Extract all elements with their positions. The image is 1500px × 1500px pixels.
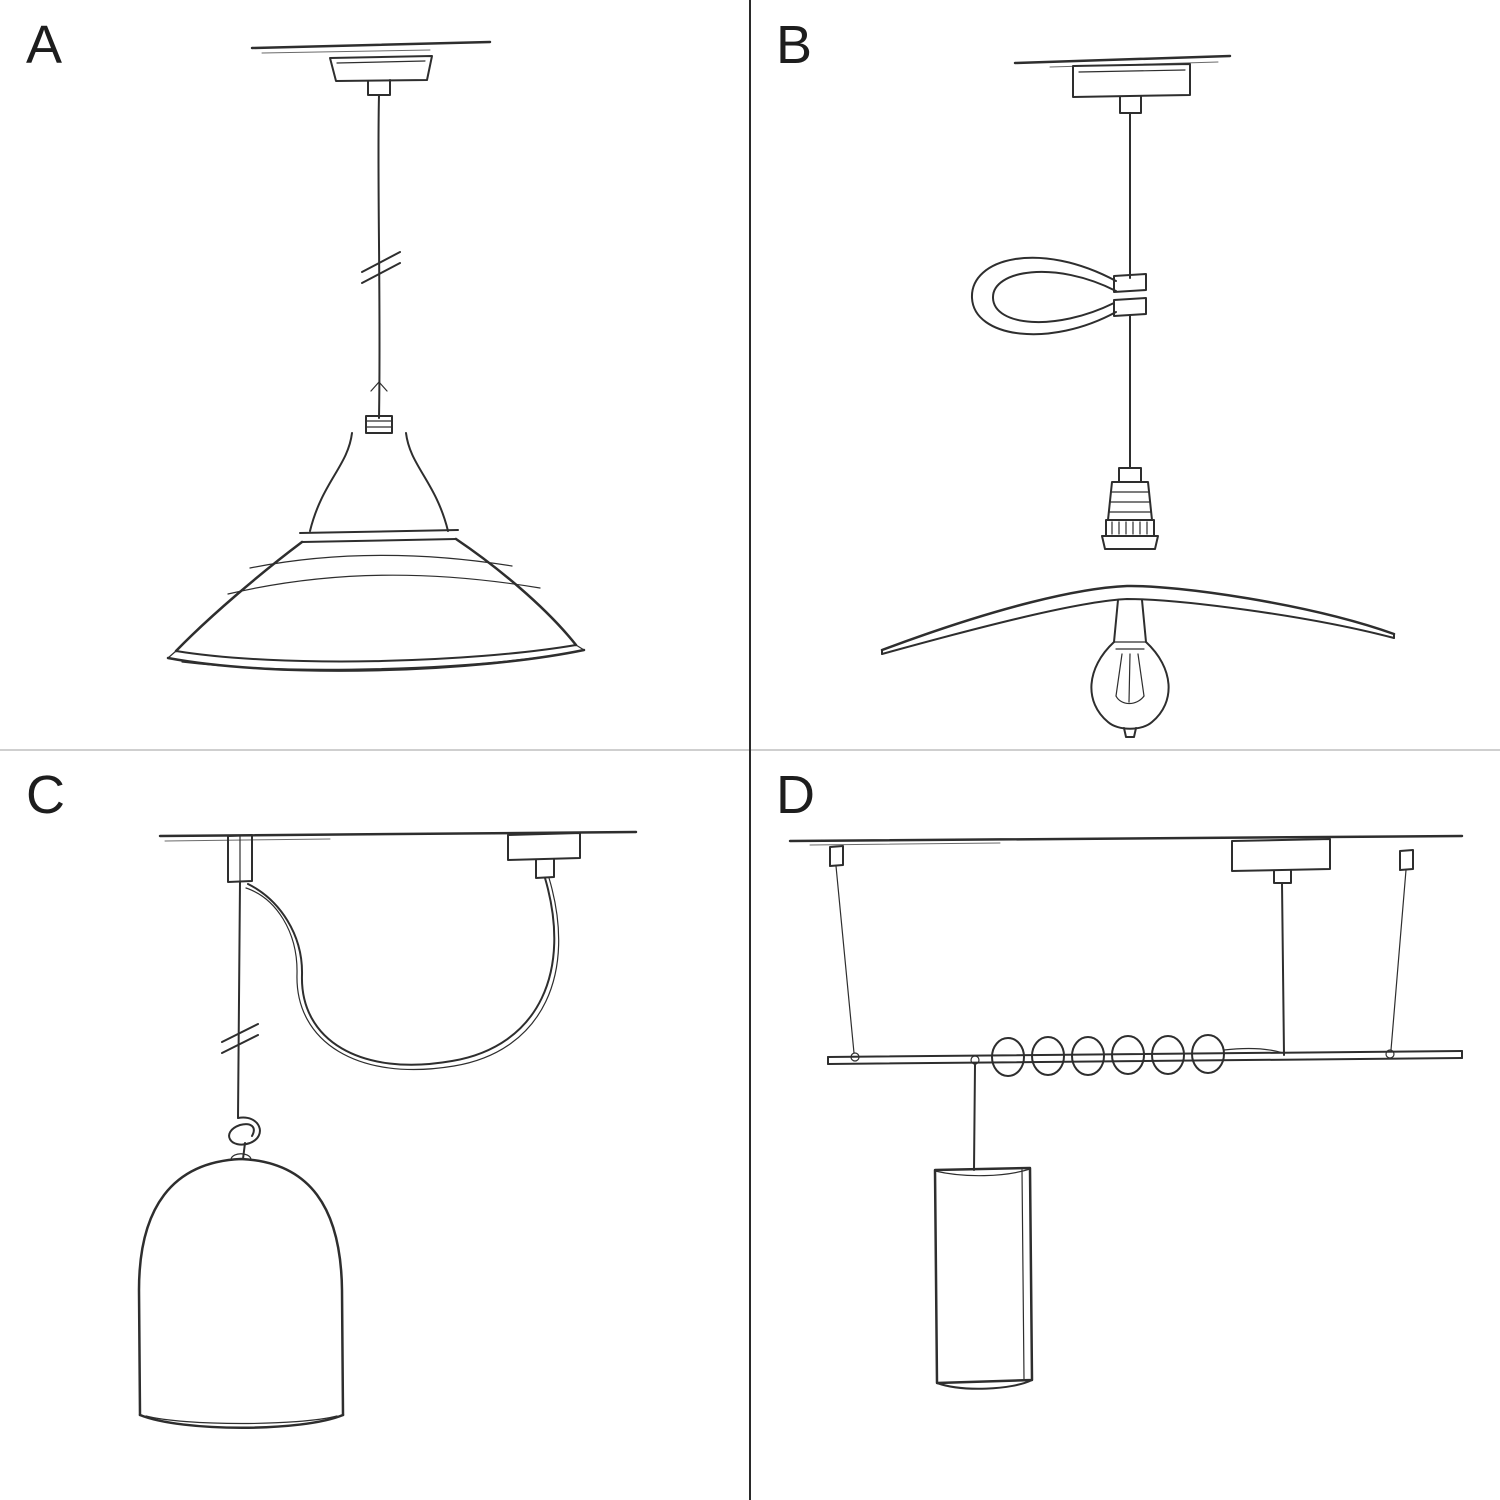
coiled-cable <box>991 1034 1284 1077</box>
panel-a-label: A <box>26 15 64 75</box>
panel-c-label: C <box>26 765 66 825</box>
pendant-cable <box>361 94 401 419</box>
panel-d: D <box>750 750 1500 1500</box>
panel-d-label: D <box>776 765 816 825</box>
pendant-flat-shade-exposed-bulb-sketch <box>880 54 1396 738</box>
swag-pendant-bell-shade-sketch <box>137 830 638 1429</box>
swag-cable <box>245 877 560 1071</box>
ceiling-hook <box>227 834 253 883</box>
industrial-shade <box>166 432 586 672</box>
bar-suspension-cylinder-shade-sketch <box>788 834 1464 1390</box>
ceiling-line <box>250 40 492 54</box>
pendant-drop-cable <box>970 1055 980 1171</box>
light-bulb <box>1090 599 1170 738</box>
panel-b: B <box>750 0 1500 750</box>
panel-c: C <box>0 750 750 1500</box>
pendant-industrial-shade-sketch <box>166 40 586 672</box>
ceiling-line <box>788 834 1464 846</box>
center-drop-cable <box>1281 882 1285 1056</box>
lamp-holder <box>365 415 393 434</box>
left-suspension-wire <box>829 845 860 1062</box>
drop-cable <box>221 881 259 1119</box>
panel-b-label: B <box>776 15 814 75</box>
ceiling-rose <box>329 55 433 96</box>
cable-knot <box>228 1116 261 1160</box>
cylinder-shade <box>933 1166 1034 1390</box>
lamp-holder <box>1101 467 1159 550</box>
ceiling-rose <box>1072 63 1191 114</box>
bell-shade <box>137 1153 345 1429</box>
cable-loop-clip <box>970 256 1147 336</box>
ceiling-rose <box>1231 838 1331 884</box>
ceiling-rose <box>507 832 581 879</box>
right-suspension-wire <box>1385 849 1414 1059</box>
vertical-divider <box>749 0 751 1500</box>
panel-a: A <box>0 0 750 750</box>
flat-plate-shade <box>880 584 1396 655</box>
horizontal-bar <box>827 1050 1463 1065</box>
